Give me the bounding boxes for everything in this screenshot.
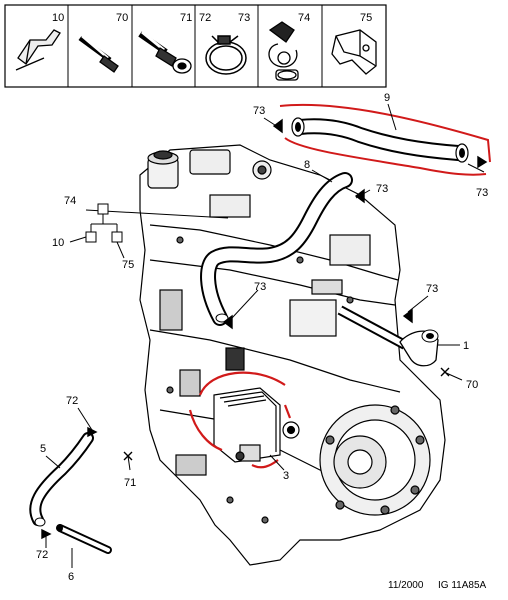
hose-9 — [291, 117, 469, 163]
callout-9: 9 — [384, 92, 390, 104]
parts-header: 10 70 71 72 73 — [4, 4, 387, 88]
callout-74: 74 — [64, 195, 76, 207]
hose-clip-icon — [268, 21, 299, 81]
header-ref-74: 74 — [298, 12, 310, 24]
parts-tree — [69, 203, 125, 259]
callout-73: 73 — [254, 281, 266, 293]
callout-72: 72 — [36, 549, 48, 561]
bolt-washer-icon — [138, 30, 192, 74]
header-ref-72: 72 — [199, 12, 211, 24]
header-ref-71: 71 — [180, 12, 192, 24]
header-ref-75: 75 — [360, 12, 372, 24]
hose-8 — [200, 172, 353, 326]
bracket-clip-icon — [15, 29, 61, 71]
markers — [41, 118, 488, 540]
header-ref-70: 70 — [116, 12, 128, 24]
callout-5: 5 — [40, 443, 46, 455]
callout-73: 73 — [376, 183, 388, 195]
header-ref-10: 10 — [52, 12, 64, 24]
hose-clamp-icon — [205, 35, 247, 75]
callout-75: 75 — [122, 259, 134, 271]
callout-71: 71 — [124, 477, 136, 489]
callout-73: 73 — [476, 187, 488, 199]
highlight-hose-9 — [279, 103, 491, 176]
heat-exchanger-3 — [213, 387, 300, 463]
callout-labels: 73 9 73 8 73 74 10 75 73 73 1 70 72 5 71… — [36, 92, 488, 583]
footer-date: 11/2000 — [388, 580, 424, 591]
callout-73: 73 — [253, 105, 265, 117]
hose-5 — [29, 432, 94, 527]
callout-8: 8 — [304, 159, 310, 171]
callout-72: 72 — [66, 395, 78, 407]
engine-block — [139, 144, 446, 566]
callout-70: 70 — [466, 379, 478, 391]
callout-1: 1 — [463, 340, 469, 352]
footer-code: IG 11A85A — [438, 580, 487, 591]
callout-73: 73 — [426, 283, 438, 295]
header-ref-73: 73 — [238, 12, 250, 24]
mounting-bracket-icon — [331, 29, 377, 75]
pipe-6 — [56, 524, 112, 554]
pipe-1 — [337, 305, 439, 367]
callout-3: 3 — [283, 470, 289, 482]
screw-icon — [78, 35, 119, 73]
callout-6: 6 — [68, 571, 74, 583]
callout-10: 10 — [52, 237, 64, 249]
